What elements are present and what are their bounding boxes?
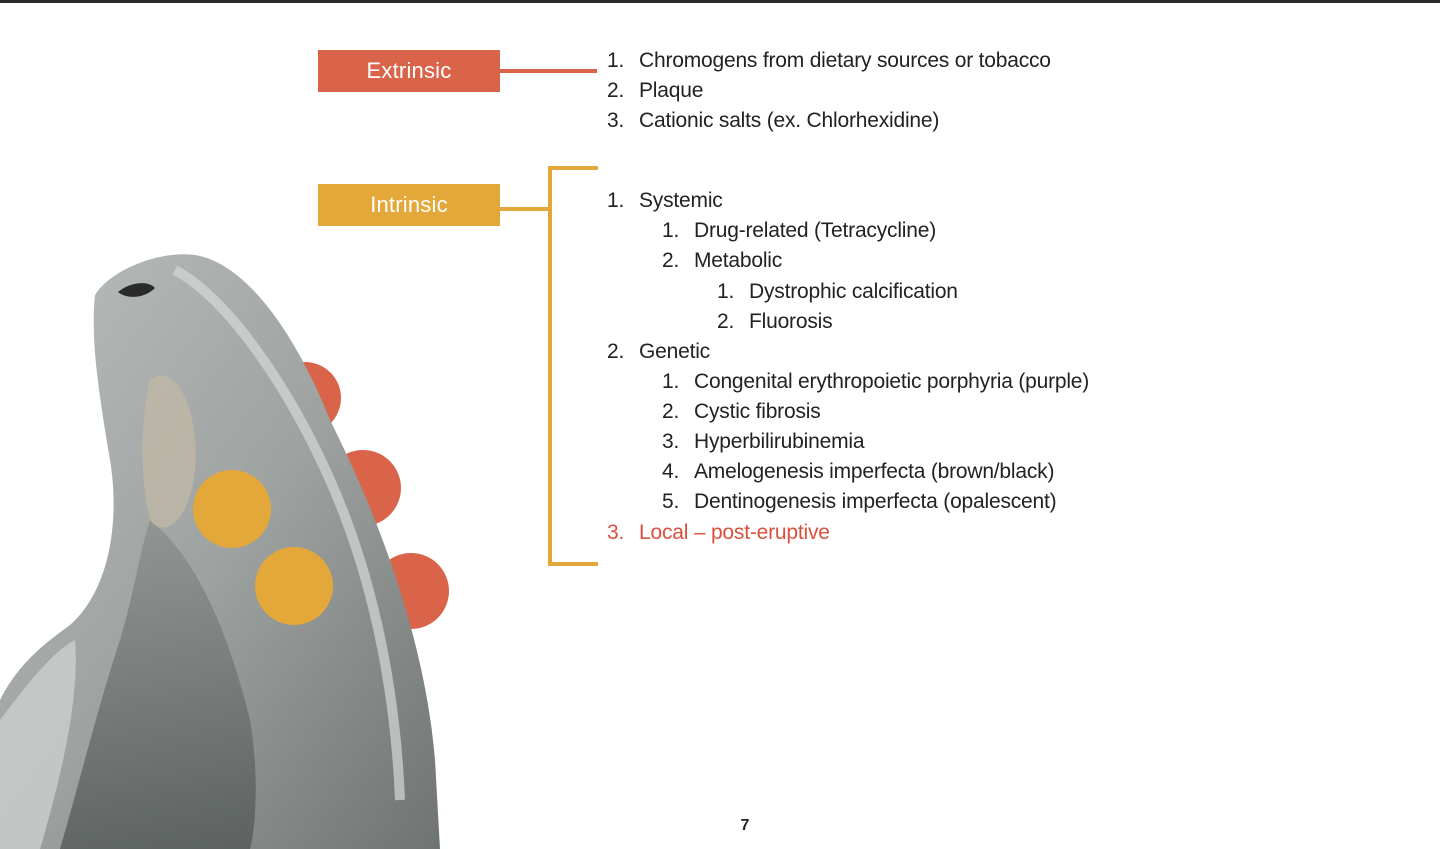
stain-dot-intrinsic-1: [193, 470, 271, 548]
intrinsic-bracket: [548, 166, 598, 566]
intrinsic-genetic-dentinogenesis: 5.Dentinogenesis imperfecta (opalescent): [662, 490, 1057, 513]
intrinsic-systemic: 1.Systemic: [607, 189, 723, 212]
intrinsic-local-post-eruptive: 3.Local – post-eruptive: [607, 521, 830, 544]
extrinsic-item-1: 1.Chromogens from dietary sources or tob…: [607, 49, 1051, 72]
intrinsic-systemic-metabolic: 2.Metabolic: [662, 249, 783, 272]
tooth-illustration: [0, 254, 449, 849]
page-number: 7: [740, 817, 750, 834]
extrinsic-label-box: Extrinsic: [318, 50, 500, 92]
intrinsic-label-box: Intrinsic: [318, 184, 500, 226]
stain-dot-intrinsic-2: [255, 547, 333, 625]
intrinsic-systemic-drug-related: 1.Drug-related (Tetracycline): [662, 219, 937, 242]
intrinsic-metabolic-dystrophic: 1.Dystrophic calcification: [717, 280, 958, 303]
intrinsic-genetic: 2.Genetic: [607, 340, 710, 363]
extrinsic-item-3: 3.Cationic salts (ex. Chlorhexidine): [607, 109, 940, 132]
intrinsic-genetic-porphyria: 1.Congenital erythropoietic porphyria (p…: [662, 370, 1090, 393]
tooth-inner-shadow: [60, 520, 256, 849]
extrinsic-item-2: 2.Plaque: [607, 79, 704, 102]
tooth-ridge: [172, 265, 405, 801]
tooth-dark-tip: [118, 283, 155, 297]
extrinsic-connector-line: [500, 69, 597, 73]
tooth-stain-area: [142, 375, 196, 528]
intrinsic-genetic-amelogenesis: 4.Amelogenesis imperfecta (brown/black): [662, 460, 1055, 483]
intrinsic-connector-line: [500, 207, 550, 211]
intrinsic-metabolic-fluorosis: 2.Fluorosis: [717, 310, 833, 333]
intrinsic-genetic-cystic-fibrosis: 2.Cystic fibrosis: [662, 400, 821, 423]
intrinsic-genetic-hyperbilirubinemia: 3.Hyperbilirubinemia: [662, 430, 865, 453]
tooth-cusp-left: [0, 640, 76, 849]
top-border: [0, 0, 1440, 3]
